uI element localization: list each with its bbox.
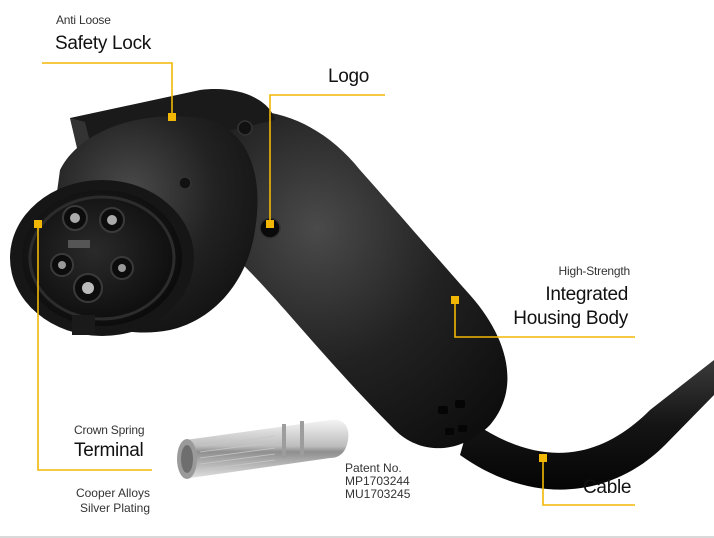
cable-label: Cable (583, 477, 632, 498)
safety-lock-sub-label: Anti Loose (56, 13, 111, 27)
pin-sockets (50, 205, 134, 303)
terminal-pin-illustration (177, 419, 349, 479)
housing-sub-label: High-Strength (558, 264, 631, 278)
logo-label: Logo (328, 66, 370, 87)
callout-logo (269, 94, 385, 224)
patent-info: Patent No. MP1703244 MU1703245 (345, 462, 410, 501)
callout-cable (542, 458, 635, 506)
callout-lines (34, 62, 635, 506)
cable-shape (460, 360, 714, 490)
patent-number-1: MP1703244 (345, 474, 410, 488)
housing-label-line1: Integrated (545, 284, 628, 305)
patent-number-2: MU1703245 (345, 487, 411, 501)
patent-heading: Patent No. (345, 461, 402, 475)
material-info: Cooper Alloys Silver Plating (76, 486, 150, 516)
housing-label-line2: Housing Body (513, 308, 628, 329)
material-line-1: Cooper Alloys (75, 486, 150, 500)
material-line-2: Silver Plating (79, 501, 150, 515)
terminal-sub-label: Crown Spring (74, 423, 145, 437)
callout-housing (454, 300, 635, 338)
bottom-divider (0, 536, 714, 538)
callout-safety-lock (42, 62, 173, 117)
safety-lock-label: Safety Lock (55, 33, 151, 54)
terminal-label: Terminal (74, 440, 144, 461)
callout-terminal (37, 224, 152, 471)
